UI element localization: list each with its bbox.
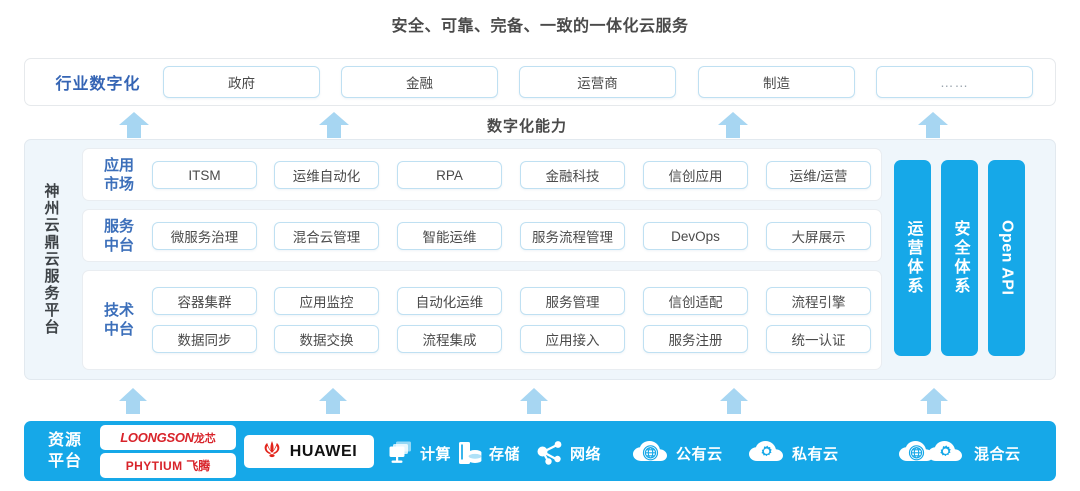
industry-item-1[interactable]: 金融: [341, 66, 498, 98]
app-market-item-5[interactable]: 运维/运营: [766, 161, 871, 189]
app-market-item-3[interactable]: 金融科技: [520, 161, 625, 189]
resource-item-private-cloud-label: 私有云: [792, 445, 839, 463]
service-item-2[interactable]: 智能运维: [397, 222, 502, 250]
capability-label: 数字化能力: [487, 118, 568, 135]
arrow-up-resource-2: [519, 388, 549, 414]
section-label-line2: 中台: [103, 236, 134, 254]
logo-phytium[interactable]: PHYTIUM 飞腾: [100, 453, 236, 478]
tech-item-r1-3[interactable]: 应用接入: [520, 325, 625, 353]
vertical-bar-operations[interactable]: 运营体系: [894, 160, 931, 356]
logo-phytium-cn: 飞腾: [186, 459, 211, 473]
service-item-4[interactable]: DevOps: [643, 222, 748, 250]
public-cloud-icon: [632, 440, 670, 466]
logo-loongson[interactable]: LOONGSON龙芯: [100, 425, 236, 450]
resource-label-line1: 资源: [47, 432, 82, 449]
industry-item-2[interactable]: 运营商: [519, 66, 676, 98]
service-item-3[interactable]: 服务流程管理: [520, 222, 625, 250]
tech-item-r1-5[interactable]: 统一认证: [766, 325, 871, 353]
section-label-line2: 市场: [103, 175, 134, 193]
resource-item-storage-label: 存储: [489, 445, 521, 463]
tech-item-r0-2[interactable]: 自动化运维: [397, 287, 502, 315]
resource-item-public-cloud-label: 公有云: [676, 445, 723, 463]
app-market-item-2[interactable]: RPA: [397, 161, 502, 189]
logo-phytium-en: PHYTIUM: [125, 459, 183, 473]
vertical-bar-security[interactable]: 安全体系: [941, 160, 978, 356]
resource-item-hybrid-cloud[interactable]: 混合云: [898, 440, 1021, 466]
section-label-line1: 技术: [103, 302, 134, 319]
platform-vertical-label: 神州云鼎云服务平台: [42, 183, 60, 336]
tech-item-r1-1[interactable]: 数据交换: [274, 325, 379, 353]
vertical-bar-open-api-label: Open API: [998, 220, 1016, 296]
arrow-up-resource-0: [118, 388, 148, 414]
tech-item-r0-1[interactable]: 应用监控: [274, 287, 379, 315]
arrow-up-resource-1: [318, 388, 348, 414]
industry-item-4[interactable]: ……: [876, 66, 1033, 98]
service-item-5[interactable]: 大屏展示: [766, 222, 871, 250]
tech-item-r0-5[interactable]: 流程引擎: [766, 287, 871, 315]
resource-item-network-label: 网络: [570, 445, 602, 463]
section-label-application-market: 应用 市场: [90, 148, 148, 201]
arrow-up-capability-3: [917, 112, 949, 138]
app-market-item-4[interactable]: 信创应用: [643, 161, 748, 189]
tech-item-r0-0[interactable]: 容器集群: [152, 287, 257, 315]
huawei-flower-icon: [261, 439, 283, 464]
resource-item-private-cloud[interactable]: 私有云: [748, 440, 839, 466]
resource-item-storage[interactable]: 存储: [457, 440, 520, 466]
arrow-up-resource-3: [719, 388, 749, 414]
tech-item-r1-4[interactable]: 服务注册: [643, 325, 748, 353]
logo-loongson-cn: 龙芯: [193, 432, 216, 445]
private-cloud-icon: [748, 440, 786, 466]
resource-item-hybrid-cloud-label: 混合云: [974, 445, 1021, 463]
app-market-item-0[interactable]: ITSM: [152, 161, 257, 189]
service-item-1[interactable]: 混合云管理: [274, 222, 379, 250]
logo-huawei-en: HUAWEI: [289, 442, 358, 460]
hybrid-cloud-icon: [898, 440, 968, 466]
vertical-bar-open-api[interactable]: Open API: [988, 160, 1025, 356]
logo-huawei[interactable]: HUAWEI: [244, 435, 374, 468]
industry-label: 行业数字化: [55, 76, 141, 93]
section-label-technology-platform: 技术 中台: [90, 270, 148, 370]
section-panel-technology-platform: [82, 270, 882, 370]
section-label-line1: 应用: [103, 156, 134, 174]
tech-item-r0-3[interactable]: 服务管理: [520, 287, 625, 315]
app-market-item-1[interactable]: 运维自动化: [274, 161, 379, 189]
resource-item-network[interactable]: 网络: [536, 440, 601, 466]
resource-label-line2: 平台: [47, 453, 82, 470]
section-label-service-platform: 服务 中台: [90, 209, 148, 262]
resource-label: 资源 平台: [34, 421, 96, 481]
compute-icon: [386, 440, 414, 466]
section-label-line1: 服务: [103, 217, 134, 235]
tech-item-r1-0[interactable]: 数据同步: [152, 325, 257, 353]
tech-item-r0-4[interactable]: 信创适配: [643, 287, 748, 315]
arrow-up-capability-2: [717, 112, 749, 138]
tech-item-r1-2[interactable]: 流程集成: [397, 325, 502, 353]
resource-item-compute-label: 计算: [420, 445, 452, 463]
vertical-bar-operations-label: 运营体系: [904, 220, 922, 296]
logo-loongson-en: LOONGSON: [120, 429, 194, 445]
arrow-up-capability-1: [318, 112, 350, 138]
section-label-line2: 中台: [103, 321, 134, 338]
resource-item-public-cloud[interactable]: 公有云: [632, 440, 723, 466]
arrow-up-resource-4: [919, 388, 949, 414]
storage-icon: [457, 440, 483, 466]
page-title: 安全、可靠、完备、一致的一体化云服务: [391, 18, 689, 35]
industry-item-3[interactable]: 制造: [698, 66, 855, 98]
arrow-up-capability-0: [118, 112, 150, 138]
service-item-0[interactable]: 微服务治理: [152, 222, 257, 250]
vertical-bar-security-label: 安全体系: [951, 220, 969, 296]
resource-item-compute[interactable]: 计算: [386, 440, 451, 466]
network-icon: [536, 440, 564, 466]
industry-item-0[interactable]: 政府: [163, 66, 320, 98]
